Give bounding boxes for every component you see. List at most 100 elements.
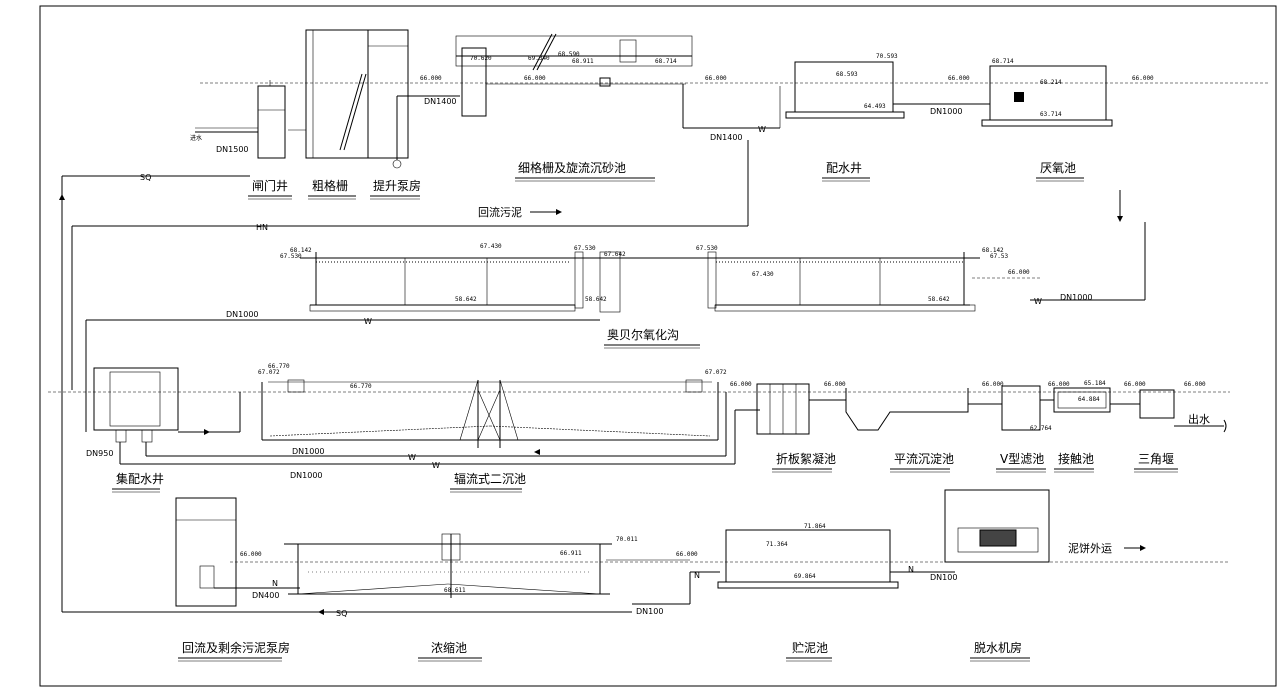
svg-text:SQ: SQ	[336, 609, 347, 618]
title-thickener: 浓缩池	[431, 640, 467, 655]
coarse-screen	[288, 29, 369, 159]
orbal-oxidation-ditch	[300, 251, 980, 313]
title-sludge-storage: 贮泥池	[792, 640, 828, 655]
svg-text:68.911: 68.911	[572, 58, 594, 65]
svg-text:67.530: 67.530	[574, 245, 596, 252]
title-sedimentation-tank: 平流沉淀池	[894, 452, 954, 466]
title-lift-pump-house: 提升泵房	[373, 178, 421, 193]
anaerobic-tank	[981, 65, 1113, 127]
svg-text:67.072: 67.072	[705, 369, 727, 376]
pipe-label-dn100-a: DN100	[636, 607, 663, 616]
svg-text:66.000: 66.000	[705, 75, 727, 82]
svg-text:71.364: 71.364	[766, 541, 788, 548]
triangular-weir	[1110, 389, 1227, 433]
svg-text:67.53: 67.53	[990, 253, 1008, 260]
v-filter	[968, 385, 1041, 431]
pipe-label-dn1000-b: DN1000	[1060, 293, 1093, 302]
title-dewatering-room: 脱水机房	[974, 640, 1022, 655]
sludge-pump-house	[175, 497, 300, 607]
pipe-label-dn1400-a: DN1400	[424, 97, 457, 106]
svg-text:66.911: 66.911	[560, 550, 582, 557]
svg-text:W: W	[1034, 297, 1042, 306]
svg-text:68.593: 68.593	[836, 71, 858, 78]
pipe-label-dn1000-d: DN1000	[292, 447, 325, 456]
svg-text:66.000: 66.000	[420, 75, 442, 82]
sludge-cake-label: 泥饼外运	[1068, 541, 1112, 555]
svg-text:70.620: 70.620	[470, 55, 492, 62]
svg-text:W: W	[432, 461, 440, 470]
sq-line-label: SQ	[140, 173, 151, 182]
svg-text:66.770: 66.770	[268, 363, 290, 370]
folded-plate-flocculation-tank	[756, 383, 810, 435]
horizontal-sedimentation-tank	[809, 388, 969, 431]
svg-text:58.642: 58.642	[928, 296, 950, 303]
title-fine-screen: 细格栅及旋流沉砂池	[518, 160, 626, 175]
svg-text:66.000: 66.000	[1184, 381, 1206, 388]
svg-text:67.530: 67.530	[280, 253, 302, 260]
sludge-storage-tank	[717, 529, 899, 589]
title-sludge-pump-house: 回流及剩余污泥泵房	[182, 640, 290, 655]
svg-text:58.642: 58.642	[585, 296, 607, 303]
svg-text:W: W	[758, 125, 766, 134]
svg-text:67.530: 67.530	[696, 245, 718, 252]
svg-text:66.000: 66.000	[524, 75, 546, 82]
svg-text:N: N	[694, 571, 700, 580]
svg-text:64.493: 64.493	[864, 103, 886, 110]
distribution-well	[785, 61, 905, 119]
svg-text:66.000: 66.000	[1124, 381, 1146, 388]
svg-text:68.714: 68.714	[992, 58, 1014, 65]
svg-text:66.000: 66.000	[824, 381, 846, 388]
pipe-label-dn100-b: DN100	[930, 573, 957, 582]
svg-text:66.000: 66.000	[982, 381, 1004, 388]
svg-text:W: W	[364, 317, 372, 326]
radial-secondary-clarifier	[261, 379, 719, 448]
svg-text:70.011: 70.011	[616, 536, 638, 543]
title-secondary-clarifier: 辐流式二沉池	[454, 471, 526, 486]
title-v-filter: V型滤池	[1000, 452, 1044, 466]
title-contact-tank: 接触池	[1058, 451, 1094, 466]
title-coarse-screen: 粗格栅	[312, 178, 348, 193]
svg-text:62.764: 62.764	[1030, 425, 1052, 432]
pipe-label-dn950: DN950	[86, 449, 113, 458]
svg-text:68.590: 68.590	[558, 51, 580, 58]
collecting-distribution-well	[93, 367, 179, 443]
svg-text:66.000: 66.000	[730, 381, 752, 388]
svg-text:67.072: 67.072	[258, 369, 280, 376]
svg-text:66.000: 66.000	[1008, 269, 1030, 276]
dewatering-room	[944, 489, 1050, 563]
svg-text:66.770: 66.770	[350, 383, 372, 390]
svg-text:63.714: 63.714	[1040, 111, 1062, 118]
title-flocculation-tank: 折板絮凝池	[776, 451, 836, 466]
outlet-label: 出水	[1188, 412, 1210, 426]
svg-text:66.000: 66.000	[1048, 381, 1070, 388]
svg-text:68.142: 68.142	[290, 247, 312, 254]
svg-text:66.000: 66.000	[1132, 75, 1154, 82]
svg-text:N: N	[272, 579, 278, 588]
svg-text:65.184: 65.184	[1084, 380, 1106, 387]
svg-text:N: N	[908, 565, 914, 574]
pipe-label-dn1000-c: DN1000	[226, 310, 259, 319]
svg-text:66.000: 66.000	[240, 551, 262, 558]
svg-text:W: W	[408, 453, 416, 462]
title-anaerobic-tank: 厌氧池	[1040, 161, 1076, 175]
svg-text:64.884: 64.884	[1078, 396, 1100, 403]
svg-text:66.000: 66.000	[948, 75, 970, 82]
svg-text:68.714: 68.714	[655, 58, 677, 65]
drawing-frame	[39, 5, 1277, 687]
svg-text:67.642: 67.642	[604, 251, 626, 258]
return-sludge-label: 回流污泥	[478, 205, 522, 219]
lift-pump-house	[367, 29, 460, 169]
thickener	[284, 533, 612, 598]
pipe-label-dn1400-b: DN1400	[710, 133, 743, 142]
title-collecting-well: 集配水井	[116, 471, 164, 486]
svg-text:67.430: 67.430	[752, 271, 774, 278]
inlet-label: 进水	[190, 134, 202, 142]
pipe-label-dn1500: DN1500	[216, 145, 249, 154]
svg-text:68.214: 68.214	[1040, 79, 1062, 86]
title-triangular-weir: 三角堰	[1138, 452, 1174, 466]
pipe-label-dn1000-a: DN1000	[930, 107, 963, 116]
svg-text:70.593: 70.593	[876, 53, 898, 60]
svg-text:69.864: 69.864	[794, 573, 816, 580]
svg-text:68.142: 68.142	[982, 247, 1004, 254]
